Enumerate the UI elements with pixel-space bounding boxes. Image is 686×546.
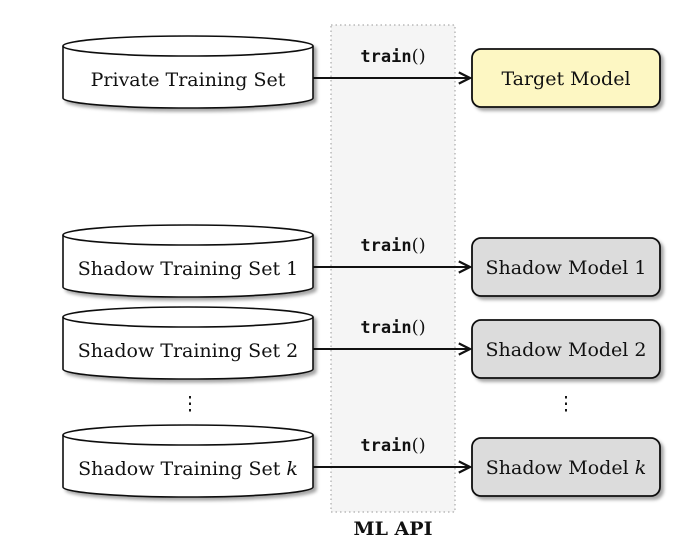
- dataset-cylinder-shadow-k: [62, 424, 314, 498]
- models-ellipsis: ⋮: [557, 393, 576, 415]
- model-box-shadow-k: [471, 437, 661, 497]
- row-shadow-1: Shadow Training Set 1 train() Shadow Model…: [62, 224, 661, 298]
- dataset-cylinder-shadow-2: [62, 306, 314, 380]
- dataset-cylinder-shadow-1: [62, 224, 314, 298]
- train-call-label: train(): [360, 435, 425, 456]
- model-label: Shadow Model 1: [486, 257, 647, 279]
- model-label: Shadow Model 2: [486, 339, 647, 361]
- train-call-label: train(): [360, 235, 425, 256]
- model-box-private: [471, 48, 661, 108]
- dataset-label: Shadow Training Set 2: [78, 340, 298, 362]
- row-shadow-k: Shadow Training Set k train() Shadow Model…: [62, 424, 661, 498]
- datasets-ellipsis: ⋮: [181, 393, 200, 415]
- model-box-shadow-2: [471, 319, 661, 379]
- row-private: Private Training Set train() Target Model: [62, 35, 661, 109]
- ml-api-label: ML API: [354, 518, 433, 540]
- row-shadow-2: Shadow Training Set 2 train() Shadow Model…: [62, 306, 661, 380]
- model-label: Shadow Model k: [486, 457, 646, 479]
- model-label: Target Model: [501, 68, 630, 90]
- ml-api-region: [330, 24, 456, 513]
- model-box-shadow-1: [471, 237, 661, 297]
- train-call-label: train(): [360, 317, 425, 338]
- dataset-label: Shadow Training Set 1: [78, 258, 298, 280]
- dataset-label: Private Training Set: [91, 69, 286, 91]
- dataset-cylinder-private: [62, 35, 314, 109]
- train-call-label: train(): [360, 46, 425, 67]
- dataset-label: Shadow Training Set k: [78, 458, 298, 480]
